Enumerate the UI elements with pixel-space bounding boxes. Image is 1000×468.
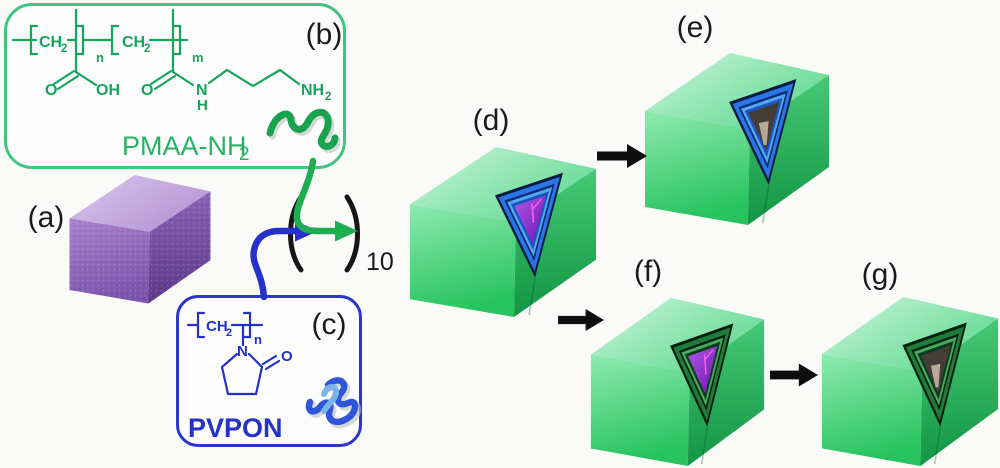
cube-f-core-crack bbox=[703, 348, 714, 375]
pmaa-structure: CH 2 n CH 2 m O OH O N H NH 2 PMAA-NH 2 bbox=[11, 8, 341, 165]
right-parenthesis bbox=[344, 194, 360, 273]
cube-f-crease bbox=[700, 427, 709, 465]
arrow-f-to-g bbox=[770, 363, 818, 387]
cube-d-crease bbox=[528, 278, 536, 316]
pmaa-h: H bbox=[197, 97, 208, 114]
pvpon-structure: CH 2 n N O PVPON bbox=[186, 311, 362, 443]
cube-e-top-face bbox=[644, 53, 830, 129]
cube-d-core-crack bbox=[531, 198, 542, 223]
pvpon-box bbox=[176, 295, 362, 447]
cube-f-right-face bbox=[687, 319, 765, 467]
label-b: (b) bbox=[305, 18, 343, 51]
cube-d-right-face bbox=[514, 168, 596, 318]
blue-coil-highlight bbox=[321, 384, 340, 414]
pmaa-nh2-sub: 2 bbox=[325, 91, 331, 103]
blue-polymer-coil-icon bbox=[305, 377, 362, 429]
cube-e-crease bbox=[761, 185, 770, 224]
label-d: (d) bbox=[472, 104, 510, 137]
pmaa-n: N bbox=[196, 82, 208, 99]
cube-e-core-wedge bbox=[758, 121, 769, 145]
cube-g-front-face bbox=[821, 353, 923, 467]
arrow-d-to-f bbox=[558, 308, 604, 332]
cube-f-front-face bbox=[590, 354, 690, 467]
assembly-notation: 10 bbox=[250, 157, 394, 301]
pmaa-ch2-2-sub: 2 bbox=[144, 43, 150, 55]
label-a: (a) bbox=[27, 201, 65, 234]
cube-a-right-texture bbox=[148, 191, 211, 304]
pmaa-index-n: n bbox=[96, 50, 104, 65]
pvpon-atom-labels: CH 2 n N O bbox=[206, 318, 293, 365]
label-c: (c) bbox=[311, 308, 347, 341]
cube-g-right-face bbox=[920, 318, 999, 467]
pvpon-ch2-sub: 2 bbox=[226, 327, 232, 339]
cube-g-hollow-green bbox=[821, 296, 999, 467]
pmaa-title: PMAA-NH bbox=[122, 131, 247, 161]
cube-a-front-texture bbox=[69, 218, 150, 304]
green-polymer-coil-icon bbox=[266, 108, 341, 153]
arrow-d-to-e bbox=[597, 144, 647, 168]
label-f: (f) bbox=[633, 255, 663, 288]
cube-f-crosslinked bbox=[590, 297, 765, 467]
pmaa-deposition-arrow bbox=[293, 157, 358, 242]
pmaa-oh: OH bbox=[96, 82, 120, 99]
label-e: (e) bbox=[676, 11, 714, 44]
pmaa-nh2: NH bbox=[301, 82, 324, 99]
pmaa-title-sub: 2 bbox=[239, 144, 250, 165]
pvpon-n-atom: N bbox=[237, 343, 248, 360]
cube-a-top-face bbox=[69, 174, 211, 232]
pmaa-ch2-1-sub: 2 bbox=[61, 43, 67, 55]
cube-d-front-face bbox=[410, 204, 516, 318]
cube-g-cutaway-triangle bbox=[902, 322, 967, 427]
pmaa-o2: O bbox=[141, 82, 153, 99]
pvpon-title: PVPON bbox=[188, 413, 283, 443]
pvpon-bonds bbox=[186, 311, 281, 396]
pmaa-bonds bbox=[11, 8, 301, 91]
cube-d-cutaway-triangle bbox=[495, 172, 563, 278]
cube-f-top-face bbox=[590, 297, 765, 373]
cube-g-core-wedge bbox=[930, 363, 941, 388]
cube-f-purple-core bbox=[688, 346, 718, 394]
cube-e-front-face bbox=[644, 111, 750, 225]
cube-d-top-face bbox=[410, 146, 596, 223]
cube-g-crease bbox=[933, 427, 942, 465]
pmaa-ch2-1: CH bbox=[39, 34, 62, 51]
pmaa-index-m: m bbox=[192, 50, 204, 65]
cube-d-purple-core bbox=[514, 195, 546, 244]
pvpon-ch2: CH bbox=[206, 318, 228, 335]
cube-g-top-face bbox=[821, 296, 999, 372]
cube-f-cutaway-triangle bbox=[670, 323, 734, 427]
cube-e-right-face bbox=[747, 75, 830, 225]
pvpon-o-atom: O bbox=[281, 348, 293, 365]
pvpon-index-n: n bbox=[254, 332, 262, 347]
pmaa-o1: O bbox=[45, 82, 57, 99]
cube-d-coated bbox=[410, 146, 596, 318]
pmaa-atom-labels: CH 2 n CH 2 m O OH O N H NH 2 bbox=[39, 34, 331, 114]
repeat-count: 10 bbox=[366, 248, 394, 276]
pmaa-ch2-2: CH bbox=[122, 34, 145, 51]
label-g: (g) bbox=[861, 258, 899, 291]
cube-e-hollow-blue bbox=[644, 53, 830, 225]
cube-a-purple bbox=[69, 174, 211, 304]
cube-e-cutaway-triangle bbox=[729, 79, 797, 185]
